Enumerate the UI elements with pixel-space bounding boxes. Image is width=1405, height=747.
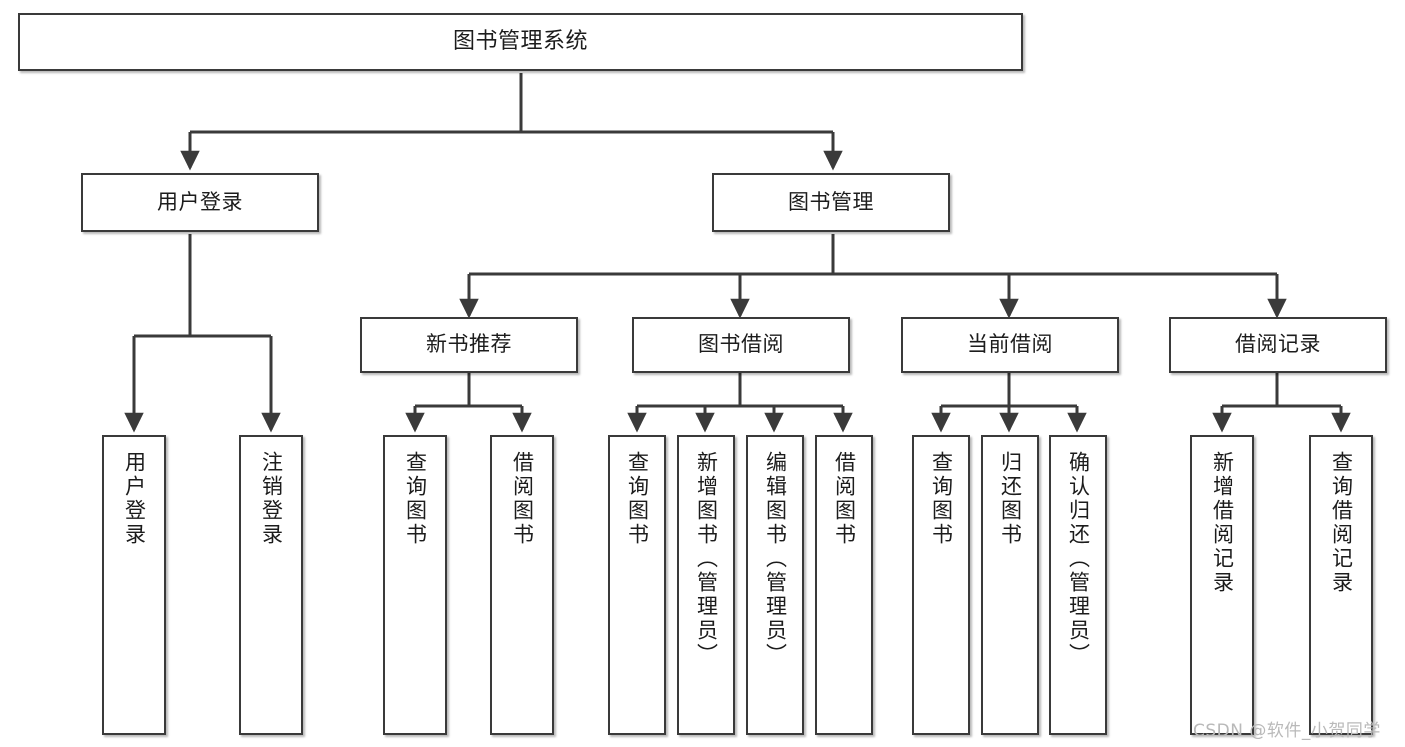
node-book-borrow[interactable]: 图书借阅 xyxy=(632,317,850,373)
node-leaf-query-book-3-label: 查询图书 xyxy=(929,451,954,547)
node-leaf-query-book-3[interactable]: 查询图书 xyxy=(912,435,970,735)
node-borrow-record[interactable]: 借阅记录 xyxy=(1169,317,1387,373)
node-current-borrow-label: 当前借阅 xyxy=(967,332,1053,357)
node-leaf-add-book[interactable]: 新增图书（管理员） xyxy=(677,435,735,735)
node-leaf-add-book-label: 新增图书（管理员） xyxy=(694,451,719,667)
node-user-login-label: 用户登录 xyxy=(157,189,243,214)
node-new-book-recommend[interactable]: 新书推荐 xyxy=(360,317,578,373)
node-user-login[interactable]: 用户登录 xyxy=(81,173,319,232)
node-root-label: 图书管理系统 xyxy=(452,28,588,54)
node-leaf-query-book-1[interactable]: 查询图书 xyxy=(383,435,447,735)
node-leaf-edit-book-label: 编辑图书（管理员） xyxy=(763,451,788,667)
node-leaf-borrow-book-2-label: 借阅图书 xyxy=(832,451,857,547)
node-leaf-logout-label: 注销登录 xyxy=(259,451,284,547)
node-current-borrow[interactable]: 当前借阅 xyxy=(901,317,1119,373)
node-leaf-query-record[interactable]: 查询借阅记录 xyxy=(1309,435,1373,735)
node-leaf-query-book-1-label: 查询图书 xyxy=(403,451,428,547)
node-leaf-add-record-label: 新增借阅记录 xyxy=(1210,451,1235,595)
node-root[interactable]: 图书管理系统 xyxy=(18,13,1023,71)
node-leaf-user-login-label: 用户登录 xyxy=(122,451,147,547)
node-leaf-query-book-2[interactable]: 查询图书 xyxy=(608,435,666,735)
node-leaf-confirm-return[interactable]: 确认归还（管理员） xyxy=(1049,435,1107,735)
node-leaf-borrow-book-1-label: 借阅图书 xyxy=(510,451,535,547)
node-leaf-return-book[interactable]: 归还图书 xyxy=(981,435,1039,735)
node-new-book-recommend-label: 新书推荐 xyxy=(426,332,512,357)
node-leaf-user-login[interactable]: 用户登录 xyxy=(102,435,166,735)
node-book-borrow-label: 图书借阅 xyxy=(698,332,784,357)
node-leaf-borrow-book-2[interactable]: 借阅图书 xyxy=(815,435,873,735)
node-leaf-add-record[interactable]: 新增借阅记录 xyxy=(1190,435,1254,735)
node-leaf-logout[interactable]: 注销登录 xyxy=(239,435,303,735)
node-leaf-query-record-label: 查询借阅记录 xyxy=(1329,451,1354,595)
node-leaf-confirm-return-label: 确认归还（管理员） xyxy=(1066,451,1091,667)
node-leaf-edit-book[interactable]: 编辑图书（管理员） xyxy=(746,435,804,735)
node-leaf-query-book-2-label: 查询图书 xyxy=(625,451,650,547)
node-book-manage[interactable]: 图书管理 xyxy=(712,173,950,232)
node-leaf-borrow-book-1[interactable]: 借阅图书 xyxy=(490,435,554,735)
node-leaf-return-book-label: 归还图书 xyxy=(998,451,1023,547)
node-book-manage-label: 图书管理 xyxy=(788,189,874,214)
node-borrow-record-label: 借阅记录 xyxy=(1235,332,1321,357)
